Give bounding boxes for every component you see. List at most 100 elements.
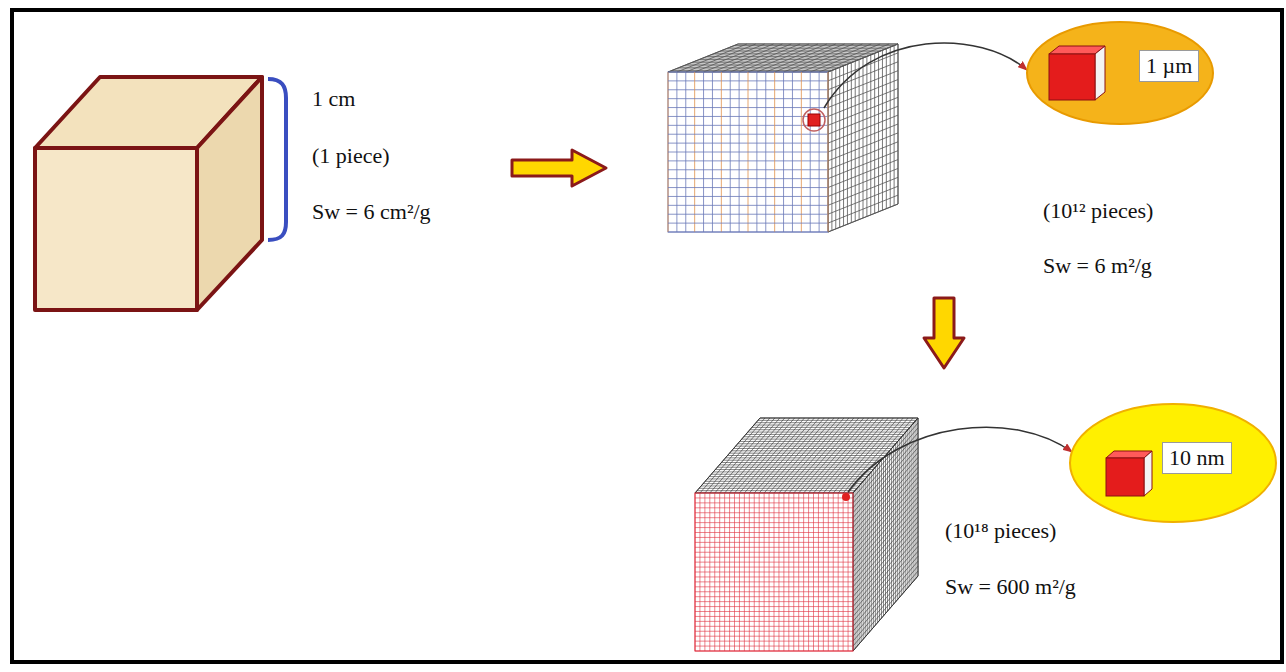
grid-line (783, 493, 784, 651)
grid-line (715, 53, 875, 54)
grid-line (828, 195, 898, 223)
annotation-text: Sw = 6 cm²/g (312, 199, 431, 225)
grid-line (863, 58, 864, 218)
grid-line (778, 493, 779, 651)
grid-line (833, 493, 834, 651)
grid-line (890, 47, 891, 207)
grid-line (668, 214, 828, 215)
grid-line (809, 418, 874, 493)
grid-line (792, 72, 793, 232)
grid-line (668, 223, 828, 224)
annotation-text: Sw = 6 m²/g (1043, 253, 1152, 279)
grid-line (853, 541, 918, 616)
grid-line (695, 611, 853, 612)
grid-line (848, 493, 849, 651)
grid-line (736, 446, 894, 447)
grid-line (819, 72, 820, 232)
grid-line (885, 456, 886, 614)
grid-line (818, 418, 883, 493)
grid-line (746, 434, 904, 435)
grid-line (843, 418, 908, 493)
zoom-ellipse: 10 nm (1068, 402, 1278, 524)
grid-line (752, 427, 910, 428)
annotation-text: (10¹⁸ pieces) (945, 518, 1056, 544)
grid-line (853, 507, 918, 582)
grid-line (728, 455, 886, 456)
zoom-arrow (848, 427, 1072, 492)
grid-line (801, 72, 802, 232)
grid-line (853, 546, 918, 621)
grid-line (668, 160, 828, 161)
grid-line (870, 55, 871, 215)
grid-line (853, 493, 854, 651)
grid-line (898, 44, 899, 204)
grid-cube (668, 44, 898, 232)
grid-line (789, 418, 854, 493)
grid-line (810, 44, 880, 72)
grid-line (828, 177, 898, 205)
grid-line (853, 502, 918, 577)
grid-line (899, 439, 900, 597)
grid-line (695, 636, 853, 637)
cube-side (828, 44, 898, 232)
grid-line (909, 427, 910, 585)
grid-line (823, 493, 824, 651)
grid-line (695, 586, 853, 587)
grid-line (828, 72, 829, 232)
grid-line (813, 493, 814, 651)
scale-label: 1 µm (1139, 50, 1199, 82)
grid-line (783, 72, 784, 232)
grid-line (911, 425, 912, 583)
grid-line (794, 418, 859, 493)
grid-line (913, 423, 914, 581)
grid-line (828, 186, 898, 214)
grid-line (838, 493, 839, 651)
grid-line (784, 44, 854, 72)
grid-line (788, 493, 789, 651)
grid-line (695, 576, 853, 577)
grid-line (742, 439, 900, 440)
grid-line (853, 561, 918, 636)
cube-front (35, 148, 197, 310)
grid-line (905, 432, 906, 590)
grid-line (668, 169, 828, 170)
cube-front (1049, 54, 1095, 100)
grid-line (695, 572, 853, 573)
grid-line (695, 591, 853, 592)
grid-line (757, 44, 827, 72)
frame (12, 10, 1282, 662)
grid-line (853, 571, 918, 646)
grid-line (668, 152, 828, 153)
grid-line (882, 50, 883, 210)
grid-line (784, 418, 849, 493)
grid-line (848, 418, 913, 493)
annotation-text: 1 cm (312, 86, 355, 112)
grid-line (738, 443, 896, 444)
grid-line (853, 566, 918, 641)
grid-line (891, 448, 892, 606)
grid-line (901, 437, 902, 595)
grid-line (843, 493, 844, 651)
grid-line (838, 418, 903, 493)
grid-line (711, 54, 871, 55)
grid-line (695, 581, 853, 582)
grid-line (853, 532, 918, 607)
grid-line (810, 72, 811, 232)
small-cube (808, 114, 820, 126)
grid-line (853, 512, 918, 587)
grid-line (734, 45, 894, 46)
grid-line (897, 441, 898, 599)
annotation-text: (1 piece) (312, 143, 390, 169)
grid-line (756, 422, 914, 423)
grid-line (853, 556, 918, 631)
grid-line (799, 418, 864, 493)
grid-line (828, 418, 893, 493)
grid-line (695, 631, 853, 632)
zoom-ellipse: 1 µm (1025, 20, 1215, 126)
grid-line (798, 493, 799, 651)
grid-line (695, 606, 853, 607)
grid-line (732, 450, 890, 451)
grid-line (775, 44, 845, 72)
grid-line (828, 168, 898, 196)
zoom-arrow (824, 43, 1027, 108)
